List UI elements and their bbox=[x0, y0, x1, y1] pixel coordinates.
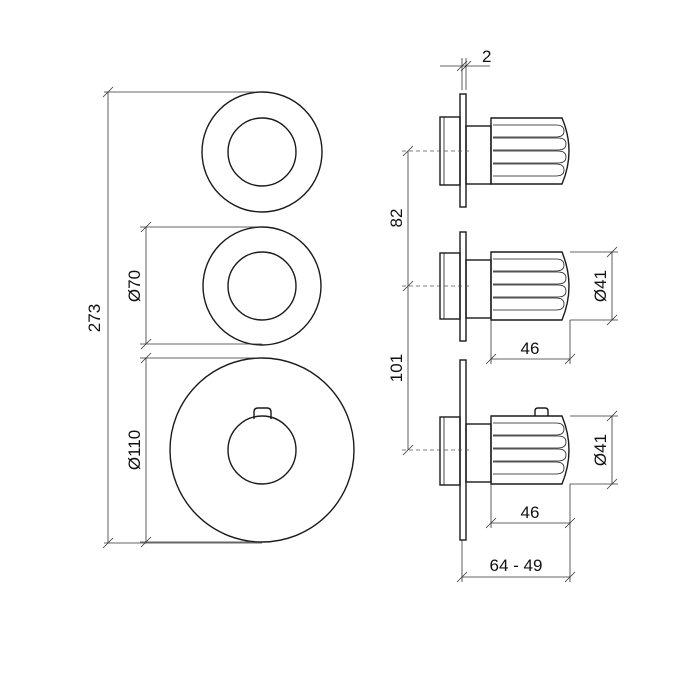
dim-handle-length-bottom: 46 bbox=[485, 484, 576, 529]
dim-plate-diameter: Ø110 bbox=[125, 352, 262, 548]
dim-projection-label: 64 - 49 bbox=[490, 556, 543, 575]
top-rosette bbox=[201, 91, 323, 213]
dim-total-height: 273 bbox=[85, 86, 262, 549]
dim-spacing: 82 101 bbox=[387, 145, 414, 456]
dim-handle-diameter-middle-label: Ø41 bbox=[591, 270, 610, 302]
dim-plate-thickness-label: 2 bbox=[482, 47, 491, 66]
dim-handle-diameter-bottom-label: Ø41 bbox=[591, 434, 610, 466]
dim-handle-length-bottom-label: 46 bbox=[521, 503, 540, 522]
dim-handle-diameter-middle: Ø41 bbox=[570, 246, 618, 326]
dim-knob-diameter: Ø70 bbox=[125, 221, 262, 350]
front-view: 273 Ø70 Ø110 bbox=[85, 86, 355, 549]
side-view: 2 bbox=[387, 47, 618, 583]
dim-spacing-lower-label: 101 bbox=[387, 354, 406, 382]
side-handle-middle bbox=[402, 231, 570, 342]
dim-handle-length-middle-label: 46 bbox=[521, 339, 540, 358]
middle-rosette bbox=[202, 226, 322, 346]
dim-total-height-label: 273 bbox=[85, 304, 104, 332]
dim-handle-length-middle: 46 bbox=[485, 320, 576, 365]
dim-knob-diameter-label: Ø70 bbox=[125, 270, 144, 302]
side-handle-bottom bbox=[402, 359, 570, 541]
dim-spacing-upper-label: 82 bbox=[387, 209, 406, 228]
dim-plate-diameter-label: Ø110 bbox=[125, 430, 144, 470]
dim-plate-thickness: 2 bbox=[440, 47, 491, 90]
side-handle-top bbox=[402, 93, 570, 208]
thermostatic-plate bbox=[169, 357, 355, 543]
dim-handle-diameter-bottom: Ø41 bbox=[570, 410, 618, 490]
dim-projection: 64 - 49 bbox=[456, 528, 576, 583]
